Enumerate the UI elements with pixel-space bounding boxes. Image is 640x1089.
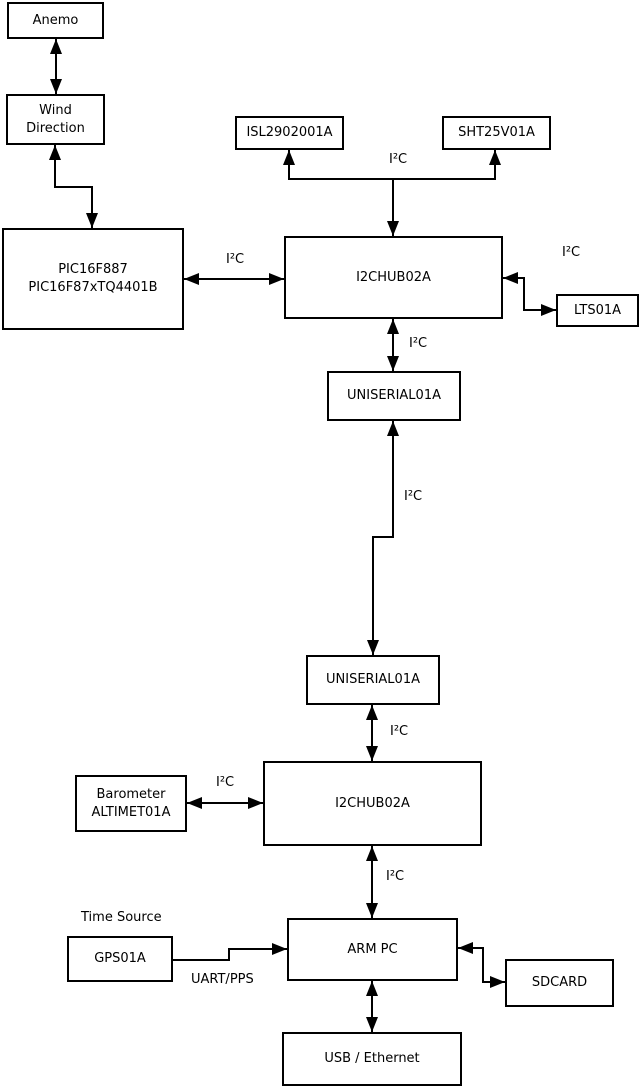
label-time-source: Time Source [81,910,162,925]
edge-hub1-uniserial1 [387,319,399,371]
node-sht25v01a: SHT25V01A [442,116,551,150]
node-label: ARM PC [347,941,398,957]
node-uniserial01a-1: UNISERIAL01A [327,371,461,421]
label-i2c-hub1-lts: I²C [562,245,581,260]
node-label: GPS01A [94,951,146,966]
node-label: I2CHUB02A [335,795,410,811]
label-i2c-pic-hub1: I²C [226,252,245,267]
edge-barometer-hub2 [187,797,263,809]
node-label: Direction [26,120,85,136]
node-sdcard: SDCARD [505,959,614,1007]
node-label: ALTIMET01A [91,804,171,820]
label-i2c-hub2-armpc: I²C [386,869,405,884]
node-label: Wind [39,102,72,118]
node-label: LTS01A [573,302,622,318]
label-i2c-sensor-bus: I²C [389,152,408,167]
edge-pic-hub1 [184,273,284,285]
node-label: I2CHUB02A [356,269,431,285]
edge-uniserial2-hub2 [366,705,378,761]
node-barometer-altimet01a: Barometer ALTIMET01A [75,775,187,832]
node-label: PIC16F887 [58,262,128,277]
edge-anemo-wind-direction [50,39,62,94]
label-i2c-barometer-hub2: I²C [216,775,235,790]
label-i2c-uniserial2-hub2: I²C [390,724,409,739]
node-uniserial01a-2: UNISERIAL01A [306,655,440,705]
node-pic16f887: PIC16F887 PIC16F87xTQ4401B [2,228,184,330]
edge-armpc-sdcard [458,942,505,988]
edge-armpc-usb [366,981,378,1032]
node-label: UNISERIAL01A [347,388,441,403]
node-arm-pc: ARM PC [287,918,458,981]
label-i2c-hub1-uniserial1: I²C [409,336,428,351]
node-i2chub02a-2: I2CHUB02A [263,761,482,846]
node-label: SDCARD [531,975,588,990]
node-label: USB / Ethernet [324,1051,420,1066]
node-label: SHT25V01A [458,125,535,140]
node-label: PIC16F87xTQ4401B [28,280,158,295]
node-i2chub02a-1: I2CHUB02A [284,236,503,319]
edge-hub1-sensors-bus [283,150,501,236]
node-label: Barometer [96,786,166,802]
label-uart-pps: UART/PPS [191,972,254,987]
node-label: Anemo [32,12,79,28]
edge-wind-direction-pic [49,145,98,228]
node-label: ISL2902001A [246,125,333,140]
node-wind-direction: Wind Direction [6,94,105,145]
node-isl2902001a: ISL2902001A [235,116,344,150]
node-label: UNISERIAL01A [326,672,420,687]
edge-hub1-lts [503,272,556,316]
node-anemo: Anemo [7,2,104,39]
node-usb-ethernet: USB / Ethernet [282,1032,462,1086]
node-gps01a: GPS01A [67,936,173,982]
label-i2c-uniserial-link: I²C [404,489,423,504]
node-lts01a: LTS01A [556,294,639,327]
edge-uniserial1-uniserial2 [367,421,399,655]
edge-gps-armpc [173,943,287,961]
edge-hub2-armpc [366,846,378,918]
